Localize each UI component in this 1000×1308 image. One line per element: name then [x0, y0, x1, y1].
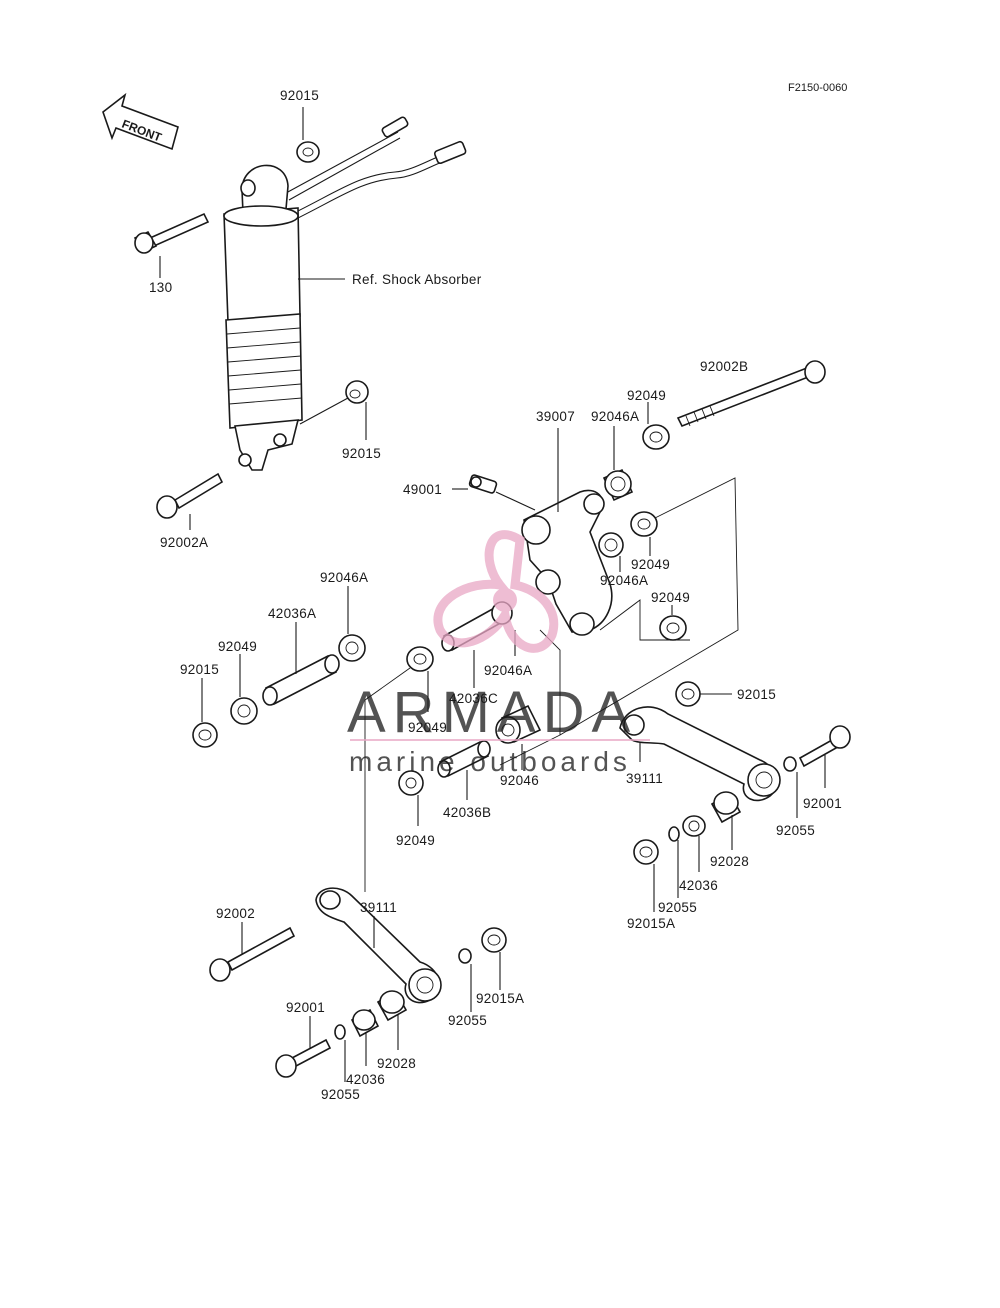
grease-fitting-49001: [468, 474, 498, 494]
label-42036A: 42036A: [268, 606, 316, 621]
oring-92055-right: [783, 756, 797, 772]
sleeve-42036A: [262, 654, 340, 706]
label-92055-left2: 92055: [321, 1087, 360, 1102]
label-49001: 49001: [403, 482, 442, 497]
nut-92015-top: [296, 141, 320, 163]
sleeve-42036-left: [350, 1008, 380, 1038]
label-92015-top: 92015: [280, 88, 319, 103]
label-92046A-b: 92046A: [600, 573, 648, 588]
bushing-92046A-a: [602, 468, 634, 502]
label-92046: 92046: [500, 773, 539, 788]
bolt-130: [133, 212, 210, 254]
ref-shock-label: Ref. Shock Absorber: [352, 272, 482, 287]
label-92002: 92002: [216, 906, 255, 921]
label-42036C: 42036C: [449, 691, 498, 706]
oring-92055-left: [458, 948, 472, 964]
label-92055-right: 92055: [776, 823, 815, 838]
watermark-brand: ARMADA: [347, 680, 637, 745]
label-92015A-left: 92015A: [476, 991, 524, 1006]
label-92055-left: 92055: [448, 1013, 487, 1028]
label-92015-left: 92015: [180, 662, 219, 677]
bolt-92002A: [156, 472, 224, 519]
nut-92015A-right: [633, 839, 659, 865]
washer-92049-b: [630, 511, 658, 537]
label-92046A-a: 92046A: [591, 409, 639, 424]
label-42036-right: 42036: [679, 878, 718, 893]
label-92002B: 92002B: [700, 359, 748, 374]
bolt-92002B: [676, 360, 826, 428]
front-arrow-icon: FRONT: [102, 92, 179, 151]
label-92028-left: 92028: [377, 1056, 416, 1071]
rocker-arm-39007: [521, 489, 613, 636]
sleeve-42036B: [437, 740, 491, 778]
label-92001-left: 92001: [286, 1000, 325, 1015]
label-39111-right: 39111: [626, 771, 663, 786]
label-92049-c: 92049: [651, 590, 690, 605]
washer-92049-a: [642, 424, 670, 450]
watermark-tagline: marine outboards: [349, 746, 631, 777]
label-92001-right: 92001: [803, 796, 842, 811]
tie-rod-39111-right: [619, 706, 781, 802]
label-92015-shock: 92015: [342, 446, 381, 461]
label-92049-a: 92049: [627, 388, 666, 403]
shock-absorber: [223, 116, 467, 471]
label-92046A-left: 92046A: [320, 570, 368, 585]
label-92002A: 92002A: [160, 535, 208, 550]
label-39007: 39007: [536, 409, 575, 424]
washer-92049-c: [659, 615, 687, 641]
nut-92015A-left: [481, 927, 507, 953]
bushing-92046A-left: [338, 634, 366, 662]
nut-92015-shock: [345, 380, 369, 404]
label-92049-b: 92049: [631, 557, 670, 572]
label-92028-right: 92028: [710, 854, 749, 869]
label-92046A-mid: 92046A: [484, 663, 532, 678]
oring-92055-right2: [668, 826, 680, 842]
label-92015-right: 92015: [737, 687, 776, 702]
washer-92049-mid: [406, 646, 434, 672]
label-92049-left: 92049: [218, 639, 257, 654]
bushing-92028-left: [376, 990, 408, 1022]
label-92015A-right: 92015A: [627, 916, 675, 931]
oring-92055-left2: [334, 1024, 346, 1040]
bushing-92028-right: [710, 791, 742, 824]
label-42036-left: 42036: [346, 1072, 385, 1087]
nut-92015-right: [675, 681, 701, 707]
figure-code: F2150-0060: [788, 82, 847, 94]
label-39111-left: 39111: [360, 900, 397, 915]
propeller-logo-icon: [433, 530, 559, 653]
label-130: 130: [149, 280, 172, 295]
bolt-92001-right: [798, 725, 851, 768]
washer-92049-low: [398, 770, 424, 796]
bolt-92002: [209, 926, 296, 982]
bolt-92001-left: [275, 1038, 332, 1078]
watermark: ARMADA marine outboards: [347, 530, 650, 777]
label-92049-low: 92049: [396, 833, 435, 848]
bushing-92046: [495, 704, 542, 744]
label-92049-mid: 92049: [408, 720, 447, 735]
tie-rod-39111-left: [315, 887, 442, 1004]
label-42036B: 42036B: [443, 805, 491, 820]
nut-92015-left: [192, 722, 218, 748]
label-92055-right2: 92055: [658, 900, 697, 915]
sleeve-42036-right: [682, 815, 706, 837]
washer-92049-left: [230, 697, 258, 725]
bushing-92046A-b: [598, 532, 624, 558]
